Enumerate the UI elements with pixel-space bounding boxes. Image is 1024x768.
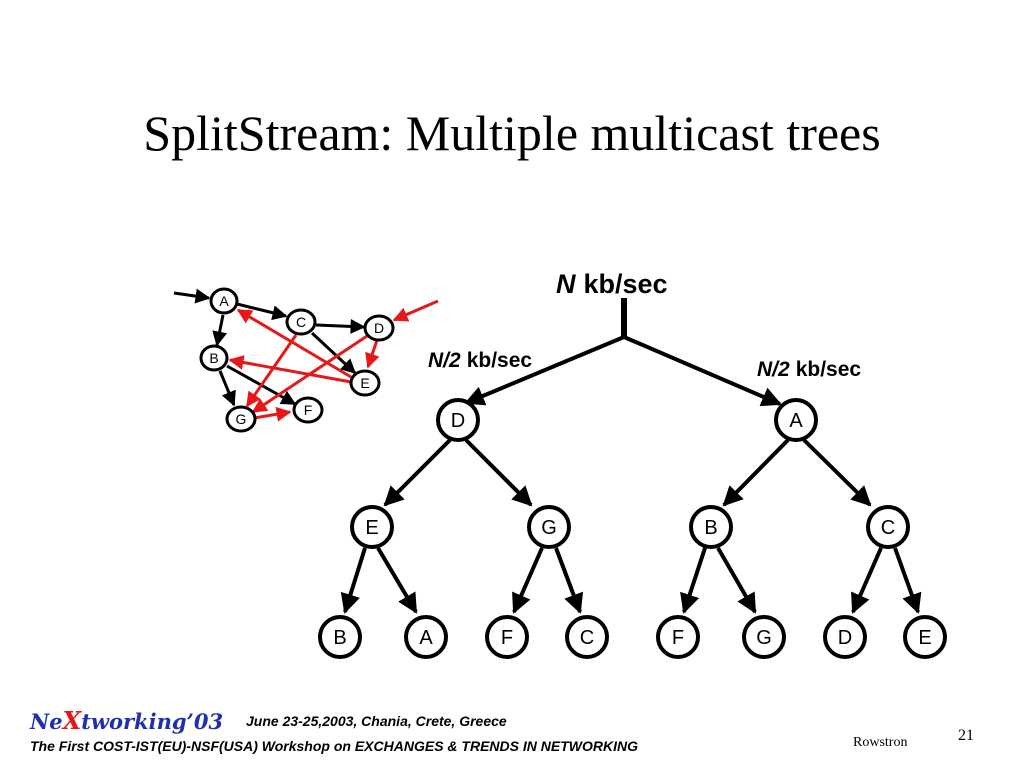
tree-node-circle	[656, 615, 700, 659]
tree-edge-c-d	[851, 547, 883, 614]
overlay-node-circle	[285, 308, 317, 336]
tree-node-circle	[903, 615, 947, 659]
overlay-red-edge-d-e	[365, 339, 380, 369]
tree-node-circle	[436, 398, 480, 442]
overlay-red-edge-g-f	[253, 406, 292, 422]
tree-edge-d-e	[383, 438, 452, 507]
tree-node-label: E	[918, 627, 931, 649]
tree-node-label: G	[756, 627, 772, 649]
tree-node-circle	[404, 615, 448, 659]
page-number: 21	[958, 727, 974, 744]
source-rate-unit: kb/sec	[584, 269, 668, 299]
tree-node-circle	[318, 615, 362, 659]
overlay-node-label: G	[236, 411, 247, 427]
nextworking-logo: NeXtworking’03	[30, 706, 223, 735]
overlay-node-label: D	[374, 320, 384, 336]
tree-node-label: G	[541, 517, 557, 539]
tree-edge-a-b	[722, 438, 790, 507]
tree-node-label: A	[419, 627, 433, 649]
footer-date-place: June 23-25,2003, Chania, Crete, Greece	[246, 713, 507, 729]
left-rate-var: N/2	[428, 349, 461, 372]
tree-edge-g-f	[512, 547, 544, 614]
tree-node-circle	[866, 505, 910, 549]
multicast-trees: D A E G B C B A F C F G D E	[318, 298, 947, 659]
tree-node-label: B	[704, 517, 717, 539]
tree-edge-e-a	[376, 546, 418, 614]
overlay-red-edge-d-g	[251, 334, 368, 414]
tree-edge-root-d	[464, 335, 625, 406]
overlay-node-circle	[363, 314, 395, 342]
footer-author: Rowstron	[853, 735, 908, 750]
footer-workshop: The First COST-IST(EU)-NSF(USA) Workshop…	[30, 738, 638, 754]
tree-node-circle	[485, 615, 529, 659]
source-rate-var: N	[556, 269, 576, 299]
right-rate-unit: kb/sec	[796, 358, 862, 381]
tree-node-circle	[350, 505, 394, 549]
tree-node-label: C	[580, 627, 594, 649]
tree-node-label: D	[838, 627, 852, 649]
tree-node-circle	[742, 615, 786, 659]
overlay-red-edge-c-g	[245, 334, 298, 408]
logo-x: X	[62, 706, 82, 735]
overlay-red-edge-e-a	[236, 308, 352, 379]
tree-edge-b-g	[716, 546, 757, 614]
overlay-edge-a-c	[236, 302, 288, 321]
overlay-node-circle	[225, 405, 257, 433]
overlay-edge-b-g	[218, 370, 236, 407]
tree-edge-root-a	[623, 335, 782, 407]
tree-node-label: B	[333, 627, 346, 649]
tree-node-circle	[689, 505, 733, 549]
overlay-node-label: C	[296, 314, 306, 330]
tree-node-label: C	[881, 517, 895, 539]
right-rate-label: N/2 kb/sec	[757, 358, 861, 381]
overlay-node-label: A	[219, 293, 229, 309]
tree-edge-d-g	[464, 438, 533, 507]
tree-edge-a-c	[802, 438, 872, 507]
left-rate-unit: kb/sec	[467, 349, 533, 372]
right-rate-var: N/2	[757, 358, 790, 381]
tree-edge-e-b	[340, 547, 367, 614]
tree-edge-g-c	[554, 547, 584, 614]
tree-node-label: A	[789, 410, 803, 432]
tree-node-label: F	[501, 627, 513, 649]
overlay-edge-c-d	[315, 318, 366, 334]
overlay-edge-in-a	[173, 288, 211, 304]
overlay-red-edge-in-d	[392, 299, 439, 322]
tree-node-circle	[527, 505, 571, 549]
left-rate-label: N/2 kb/sec	[428, 349, 532, 372]
overlay-node-circle	[209, 287, 239, 315]
overlay-node-label: F	[304, 402, 313, 418]
tree-node-circle	[565, 615, 609, 659]
logo-post: tworking’03	[81, 709, 224, 734]
overlay-node-label: B	[209, 350, 218, 366]
tree-node-circle	[823, 615, 867, 659]
tree-node-label: E	[365, 517, 378, 539]
overlay-node-circle	[349, 369, 381, 397]
logo-pre: Ne	[30, 709, 63, 734]
overlay-node-circle	[199, 344, 229, 372]
tree-edge-c-e	[893, 547, 922, 614]
overlay-node-circle	[292, 396, 324, 424]
overlay-graph: A C D B E G F	[173, 287, 439, 433]
overlay-edge-a-b	[212, 314, 228, 347]
overlay-node-label: E	[360, 375, 369, 391]
tree-node-label: D	[451, 410, 465, 432]
tree-edge-b-f	[680, 547, 707, 614]
overlay-red-edge-e-b	[228, 355, 352, 384]
tree-node-circle	[774, 398, 818, 442]
tree-node-label: F	[672, 627, 684, 649]
overlay-edge-c-e	[310, 331, 357, 375]
slide-title: SplitStream: Multiple multicast trees	[143, 105, 881, 161]
